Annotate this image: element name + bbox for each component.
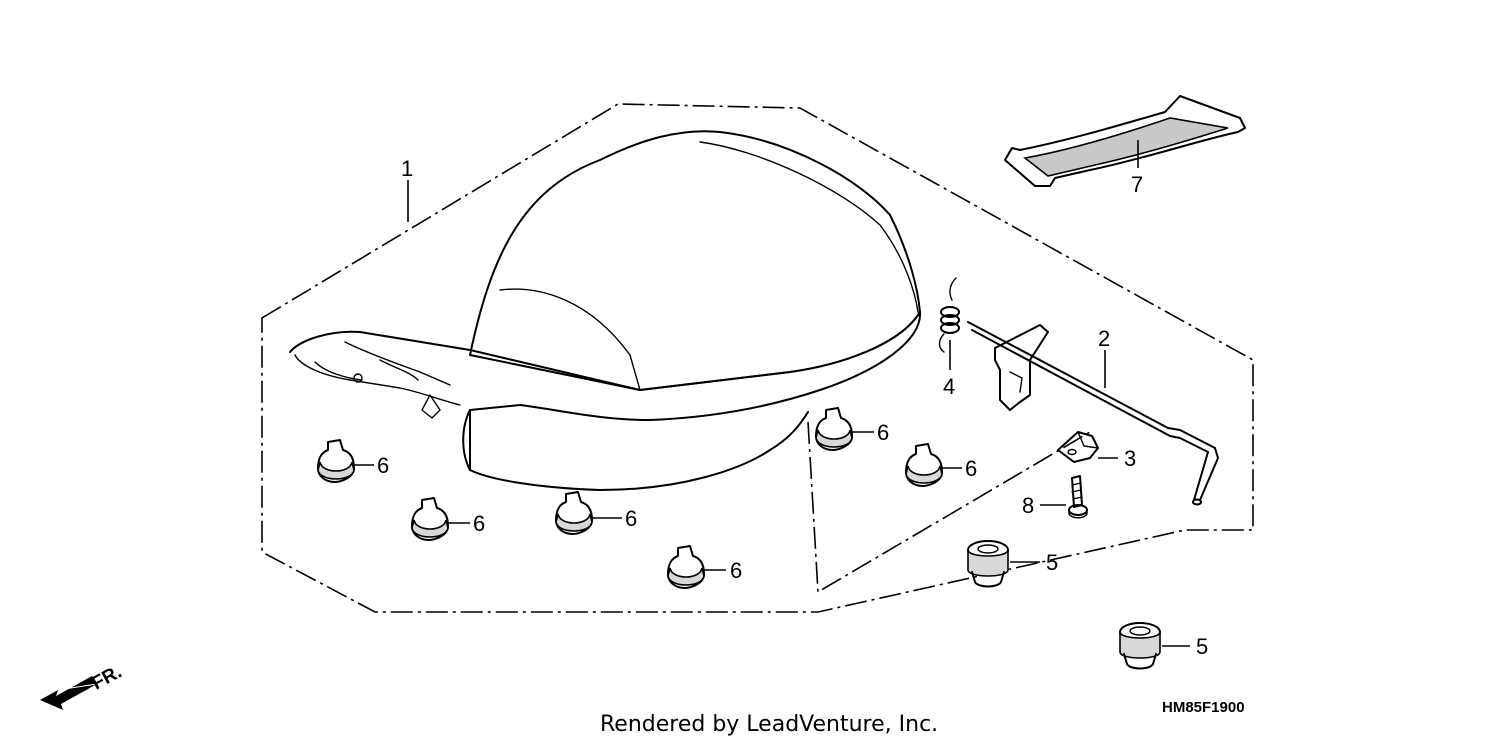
latch-spring[interactable] [938,277,960,353]
callout-5b: 5 [1196,634,1208,659]
callout-8: 8 [1022,493,1034,518]
callout-6c: 6 [625,506,637,531]
callout-6b: 6 [473,511,485,536]
direction-label: FR. [88,662,125,695]
latch-rod[interactable] [967,321,1219,506]
assembly-outline-inner [807,421,1091,594]
assembly-outline [261,103,1254,613]
callout-6f: 6 [965,456,977,481]
callout-5a: 5 [1046,550,1058,575]
drawing-code: HM85F1900 [1162,699,1245,716]
cushion-6f[interactable] [905,443,943,487]
cushion-6c[interactable] [555,491,593,535]
callout-6a: 6 [377,453,389,478]
grommet-5b[interactable] [1119,622,1161,670]
callout-4: 4 [943,374,955,399]
callout-6e: 6 [877,420,889,445]
grommet-5a[interactable] [967,540,1009,588]
callout-2: 2 [1098,326,1110,351]
seat-strap[interactable] [1004,95,1246,187]
cushion-6a[interactable] [317,439,355,483]
cushion-6e[interactable] [815,407,853,451]
bolt[interactable] [1068,475,1088,519]
callout-6d: 6 [730,558,742,583]
cushion-6b[interactable] [411,497,449,541]
callout-7: 7 [1131,172,1143,197]
callout-3: 3 [1124,446,1136,471]
callout-1: 1 [401,156,413,181]
render-credit: Rendered by LeadVenture, Inc. [600,712,938,737]
cushion-6d[interactable] [667,545,705,589]
front-arrow-icon [40,676,98,710]
latch-bracket[interactable] [1057,431,1099,463]
seat-assembly[interactable] [289,130,922,491]
